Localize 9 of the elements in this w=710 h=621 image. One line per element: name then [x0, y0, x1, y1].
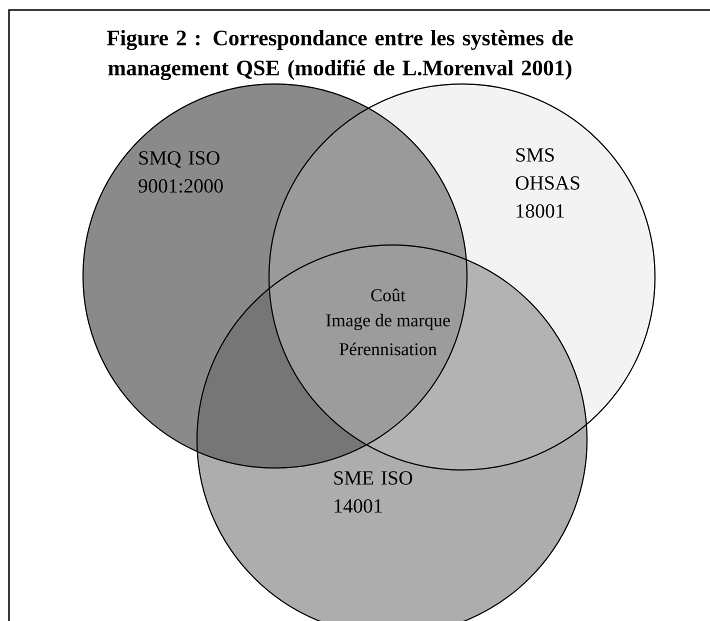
overlap-label: Image de marque — [326, 314, 450, 330]
circle-label: SMQ ISO 9001:2000 — [138, 151, 223, 193]
venn-circle — [268, 83, 656, 471]
overlap-label: Coût — [371, 288, 406, 302]
circle-label: SMS OHSAS 18001 — [516, 148, 580, 218]
figure-title: Figure 2 : Correspondance entre les systèmes de management QSE (modifié de L.Morenval 2001) — [106, 30, 573, 80]
circle-label: SME ISO 14001 — [334, 471, 412, 513]
overlap-label: Pérennisation — [340, 342, 437, 356]
venn-circle — [82, 83, 468, 469]
